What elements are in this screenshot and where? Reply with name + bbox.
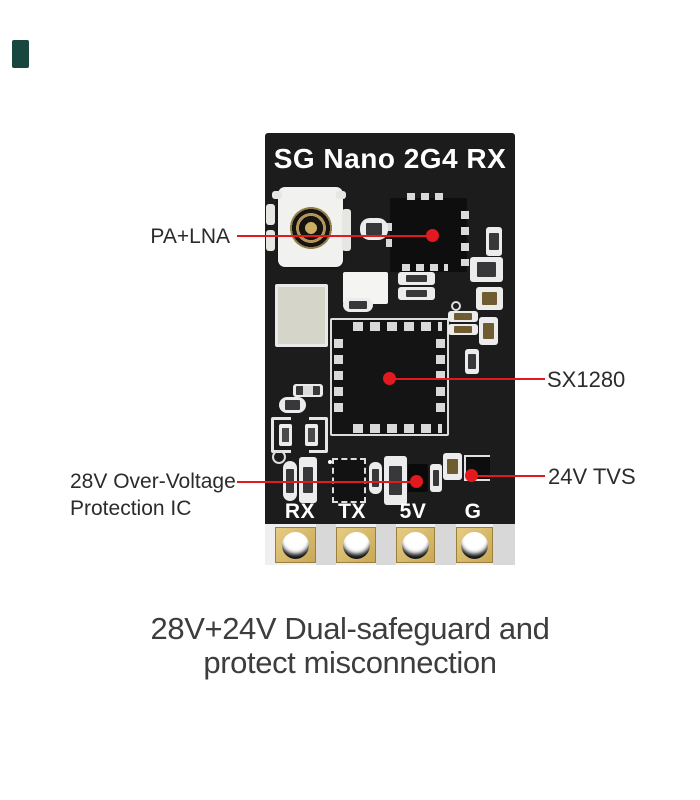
pad-gap	[435, 524, 456, 565]
pad-gap	[316, 524, 336, 565]
capacitor	[398, 287, 435, 300]
solder-pad-rx	[275, 527, 316, 563]
pad-hole	[342, 531, 370, 559]
annotation-dot-tvs	[465, 469, 478, 482]
crystal-shield	[275, 284, 328, 347]
pad-hole	[402, 531, 429, 559]
chip-pads	[386, 223, 392, 255]
board-title: SG Nano 2G4 RX	[273, 143, 507, 174]
chip-pads	[461, 211, 469, 266]
ufl-socket	[288, 205, 334, 251]
caption: 28V+24V Dual-safeguard and protect misco…	[0, 612, 700, 680]
pin-label-rx: RX	[284, 500, 316, 523]
annotation-label-ovp: 28V Over-Voltage Protection IC	[70, 468, 236, 522]
pin1-dot	[328, 460, 332, 464]
capacitor	[448, 311, 478, 322]
pad-strip	[265, 524, 515, 565]
capacitor	[479, 317, 498, 345]
corner-mark	[12, 40, 29, 68]
ovp-label-line2: Protection IC	[70, 497, 192, 520]
annotation-line-ovp	[237, 481, 417, 483]
solder-pad-5v	[396, 527, 435, 563]
via-ring	[272, 450, 286, 464]
capacitor	[448, 324, 478, 335]
capacitor	[443, 453, 462, 480]
capacitor	[465, 349, 479, 374]
annotation-dot-sx1280	[383, 372, 396, 385]
pad-hole	[282, 531, 309, 559]
annotation-label-pa-lna: PA+LNA	[150, 225, 230, 248]
pin-label-5v: 5V	[399, 500, 427, 523]
pad-gap	[493, 524, 515, 565]
resistor	[293, 384, 323, 397]
ovp-label-line1: 28V Over-Voltage	[70, 470, 236, 493]
pin-label-g: G	[464, 500, 482, 523]
capacitor	[470, 257, 503, 282]
chip-pads	[353, 424, 442, 433]
chip-pads	[334, 339, 343, 419]
connector-tab	[342, 209, 351, 251]
solder-pad-tx	[336, 527, 376, 563]
via-ring	[451, 301, 461, 311]
pad-hole	[461, 531, 488, 559]
capacitor	[398, 272, 435, 285]
capacitor	[299, 457, 317, 503]
caption-line1: 28V+24V Dual-safeguard and	[150, 611, 550, 646]
pcb-board: SG Nano 2G4 RX	[265, 133, 515, 565]
annotation-line-pa-lna	[237, 235, 433, 237]
capacitor	[343, 298, 373, 312]
solder-pad-g	[456, 527, 493, 563]
annotation-line-sx1280	[390, 378, 545, 380]
chip-pads	[402, 264, 448, 271]
capacitor	[279, 397, 306, 413]
annotation-label-sx1280: SX1280	[547, 367, 626, 392]
connector-tab	[272, 191, 282, 199]
annotation-dot-pa-lna	[426, 229, 439, 242]
annotation-label-tvs: 24V TVS	[548, 464, 636, 489]
capacitor	[476, 287, 503, 310]
inductor	[271, 417, 328, 453]
capacitor	[360, 218, 388, 240]
inductor-pad	[305, 424, 318, 446]
ic-footprint	[332, 458, 366, 503]
annotation-line-tvs	[472, 475, 545, 477]
chip-pads	[407, 193, 449, 200]
caption-line2: protect misconnection	[203, 645, 497, 680]
capacitor	[384, 456, 407, 505]
pad-gap	[376, 524, 396, 565]
connector-tab	[336, 191, 346, 199]
divider	[291, 450, 309, 453]
chip-pads	[353, 322, 442, 331]
annotation-dot-ovp	[410, 475, 423, 488]
connector-tab	[266, 230, 275, 251]
capacitor	[430, 464, 442, 492]
pin-label-tx: TX	[338, 500, 366, 523]
inductor-pad	[279, 424, 292, 446]
capacitor	[369, 462, 382, 494]
connector-tab	[266, 204, 275, 225]
capacitor	[486, 227, 502, 256]
divider	[291, 417, 309, 420]
